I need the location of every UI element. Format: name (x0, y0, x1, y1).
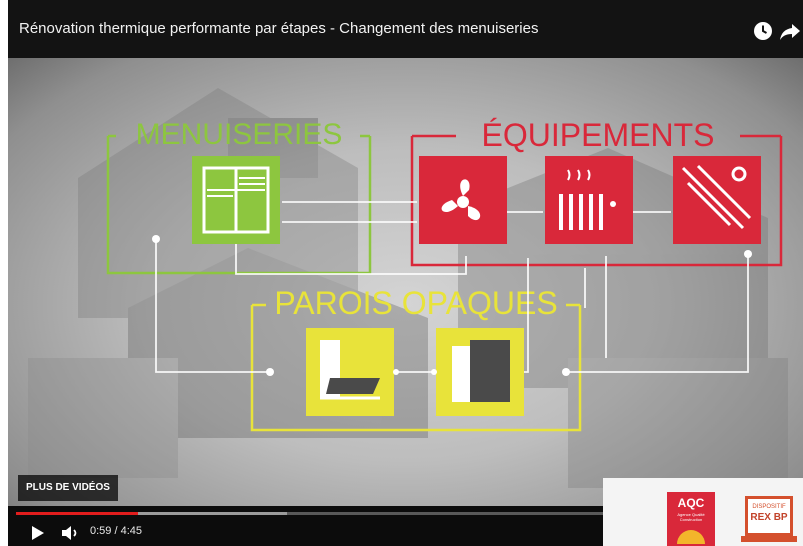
video-frame[interactable]: MENUISERIES ÉQUIPEMENTS (8, 58, 803, 506)
play-icon[interactable] (32, 526, 44, 545)
parois-opaques-group: PAROIS OPAQUES (250, 285, 582, 432)
video-title-bar: Rénovation thermique performante par éta… (8, 0, 803, 58)
aqc-logo-subtitle: Agence Qualité Construction (677, 512, 705, 522)
more-videos-button[interactable]: PLUS DE VIDÉOS (18, 475, 118, 501)
parois-opaques-label: PAROIS OPAQUES (274, 285, 557, 321)
equipements-label: ÉQUIPEMENTS (482, 117, 715, 153)
video-player[interactable]: Rénovation thermique performante par éta… (8, 0, 803, 546)
progress-played (16, 512, 139, 515)
rex-bp-name: REX BP (750, 512, 788, 523)
background-house-shapes (28, 88, 788, 488)
equipements-group: ÉQUIPEMENTS (410, 117, 783, 267)
rex-bp-logo[interactable]: DISPOSITIF REX BP (741, 490, 797, 544)
video-title[interactable]: Rénovation thermique performante par éta… (19, 20, 539, 37)
clock-icon[interactable] (752, 20, 774, 42)
connector-dots (152, 235, 752, 376)
rex-bp-top: DISPOSITIF (752, 504, 786, 510)
time-display: 0:59 / 4:45 (90, 525, 142, 537)
aqc-logo-name: AQC (677, 496, 705, 510)
floor-insulation-icon (306, 328, 394, 416)
partner-badges: AQC Agence Qualité Construction DISPOSIT… (603, 478, 803, 546)
progress-buffered (16, 512, 288, 515)
progress-bar[interactable] (16, 512, 606, 515)
volume-icon[interactable] (62, 525, 80, 546)
connector-lines (155, 201, 749, 373)
menuiseries-label: MENUISERIES (136, 118, 343, 151)
share-icon[interactable] (779, 20, 801, 42)
menuiseries-group: MENUISERIES (106, 118, 372, 275)
aqc-logo[interactable]: AQC Agence Qualité Construction (667, 492, 715, 546)
